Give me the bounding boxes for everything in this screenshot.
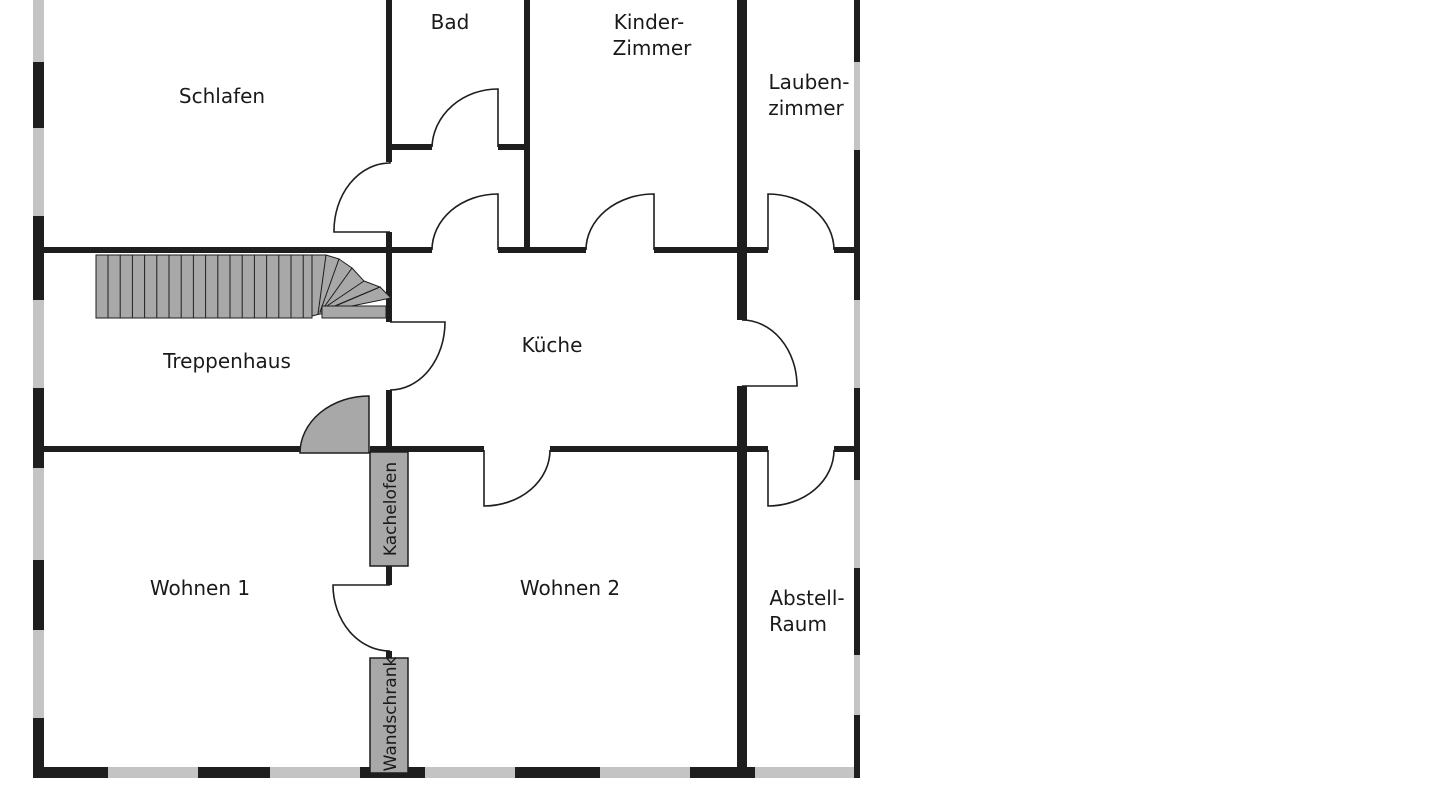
window-bottom-5: [755, 767, 855, 778]
window-right-3: [854, 480, 860, 568]
interior-walls: [33, 0, 860, 778]
room-label-kinder-1: Kinder-: [614, 10, 685, 34]
gap-wohnen2-door: [484, 445, 550, 453]
door-treppe: [389, 321, 446, 391]
kachelofen-fixture: [369, 451, 409, 567]
door-wohnen2: [483, 449, 551, 507]
room-label-abstell-2: Raum: [769, 612, 827, 636]
stair-landing: [321, 305, 387, 319]
room-label-treppenhaus: Treppenhaus: [162, 349, 291, 373]
wall-left-outer: [33, 0, 44, 778]
door-wohnen1-entry: [299, 395, 370, 454]
door-wohnen-connector: [332, 584, 391, 652]
stair-run: [95, 254, 313, 319]
gap-flur-door: [432, 246, 498, 254]
window-bottom-3: [425, 767, 515, 778]
fixtures: Kachelofen Wandschrank: [369, 451, 409, 774]
doors: [299, 88, 835, 652]
room-labels: Schlafen Bad Kinder- Zimmer Lauben- zimm…: [150, 10, 850, 636]
gap-abstell-door: [768, 445, 834, 453]
room-label-abstell-1: Abstell-: [769, 586, 844, 610]
room-label-kueche: Küche: [522, 333, 583, 357]
wall-bad-right: [524, 0, 530, 252]
window-left-1: [33, 0, 44, 62]
window-right-2: [854, 300, 860, 388]
window-left-5: [33, 630, 44, 718]
door-lauben: [767, 193, 835, 251]
wall-right-outer: [854, 0, 860, 778]
window-left-4: [33, 468, 44, 560]
door-bad: [431, 88, 499, 148]
gap-wohnen-connector: [384, 585, 394, 651]
room-label-bad: Bad: [431, 10, 470, 34]
room-label-wohnen1: Wohnen 1: [150, 576, 250, 600]
gap-lauben-door: [768, 246, 834, 254]
gap-laube-mid-door: [735, 320, 749, 386]
window-bottom-1: [108, 767, 198, 778]
door-flur: [431, 193, 499, 251]
wall-h-450: [33, 446, 860, 452]
gap-bad-door: [432, 143, 498, 151]
window-bottom-4: [600, 767, 690, 778]
door-abstell: [767, 449, 835, 507]
door-laube-mid: [741, 319, 798, 387]
gap-schlafen-door: [384, 162, 394, 232]
wandschrank-fixture: [369, 657, 409, 774]
room-label-lauben-2: zimmer: [768, 96, 844, 120]
window-right-4: [854, 655, 860, 715]
outer-walls: [33, 0, 860, 778]
room-label-kinder-2: Zimmer: [613, 36, 693, 60]
room-label-schlafen: Schlafen: [179, 84, 265, 108]
kachelofen-label: Kachelofen: [381, 462, 401, 556]
door-schlafen: [333, 162, 391, 233]
wall-right-main: [737, 0, 747, 778]
window-right-1: [854, 62, 860, 150]
window-left-3: [33, 300, 44, 388]
room-label-wohnen2: Wohnen 2: [520, 576, 620, 600]
gap-treppe-door: [384, 322, 394, 390]
staircase: [95, 254, 393, 319]
door-kinder: [585, 193, 655, 251]
window-bottom-2: [270, 767, 360, 778]
wandschrank-label: Wandschrank: [381, 656, 401, 771]
window-left-2: [33, 128, 44, 216]
room-label-lauben-1: Lauben-: [769, 70, 850, 94]
gap-kinder-door: [586, 246, 654, 254]
